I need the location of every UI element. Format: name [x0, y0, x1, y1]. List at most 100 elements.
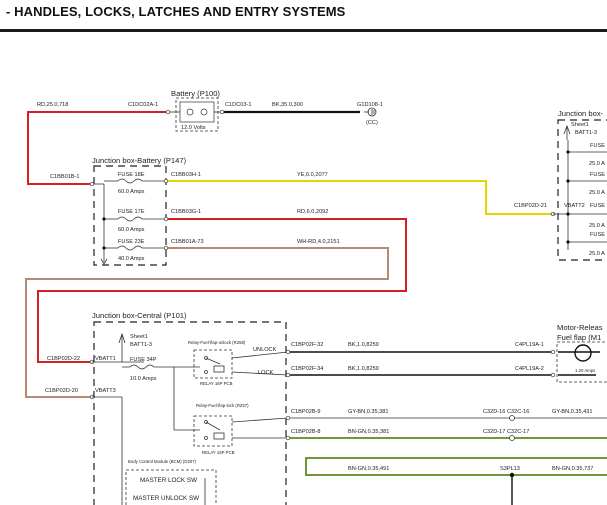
- out-lock-conn: C1BP02F-34: [291, 366, 323, 372]
- title-rule: [0, 29, 607, 32]
- fuse-18e-name: FUSE 18E: [118, 172, 145, 178]
- splice-wire-left: BN-GN,0.35,491: [348, 466, 389, 472]
- fuse-right-3-name: FUSE: [590, 203, 605, 209]
- fuse-right-2-name: FUSE: [590, 172, 605, 178]
- wire-red-fuse17e[interactable]: [37, 218, 407, 363]
- fuse-34p-icon[interactable]: [122, 364, 174, 370]
- jb-right-title: Junction box-: [558, 109, 604, 118]
- jb-central-batt: BATT1-3: [130, 342, 152, 348]
- battery-rating: 12.0 Volts: [181, 125, 206, 131]
- fuse-right-1-icon[interactable]: [566, 150, 607, 154]
- motor-title: Motor-Releas: [557, 323, 603, 332]
- fuse-right-2-icon[interactable]: [566, 179, 607, 183]
- fuse-17e-wire: RD,6.0,2092: [297, 209, 328, 215]
- out-gy-wire2: GY-BN,0.35,431: [552, 409, 593, 415]
- vbatt1-conn: C1BP02D-22: [47, 356, 80, 362]
- bcm-master-lock[interactable]: MASTER LOCK SW: [140, 477, 197, 484]
- motor-rating: 1.20 Amps: [575, 368, 595, 373]
- ground-icon: [364, 107, 377, 117]
- fuse-17e-icon[interactable]: [102, 216, 169, 222]
- fuse-23e-rating: 40.0 Amps: [118, 256, 145, 262]
- bcm-master-unlock[interactable]: MASTER UNLOCK SW: [133, 495, 199, 502]
- vbatt3-conn: C1BP02D-20: [45, 388, 78, 394]
- relay-lock-label: Relay-Fuel-flap-lock (R257): [196, 403, 249, 408]
- fuse-23e-wire: WH-RD,4.0,2151: [297, 239, 340, 245]
- fuse-right-3-rating: 25.0 A: [589, 223, 605, 229]
- fuse-23e-conn: C1BB01A-73: [171, 239, 204, 245]
- splice-id: S3PL13: [500, 466, 520, 472]
- battery-conn-right: C1DC03-1: [225, 102, 251, 108]
- relay-lock-icon[interactable]: [173, 367, 289, 447]
- splice-node: [509, 472, 515, 478]
- fuse-17e-conn: C1BB03G-1: [171, 209, 201, 215]
- jb-battery-title: Junction box-Battery (P147): [92, 156, 187, 165]
- fuse-34p-rating: 10.0 Amps: [130, 376, 157, 382]
- vbatt1-label: VBATT1: [95, 356, 116, 362]
- battery-symbol[interactable]: [165, 97, 225, 132]
- relay-unlock-icon[interactable]: [174, 349, 289, 379]
- wire-green-splice[interactable]: [305, 457, 607, 476]
- wire-brown-fuse23e[interactable]: [25, 247, 389, 398]
- fuse-17e-name: FUSE 17E: [118, 209, 145, 215]
- wire-yellow-fuse18e[interactable]: [168, 180, 553, 215]
- bcm-box: [125, 469, 217, 505]
- inline-connector-icon: [509, 415, 515, 441]
- fuse-18e-icon[interactable]: [104, 178, 169, 184]
- jb-right-sheet: Sheet1: [571, 122, 589, 128]
- fuse-18e-rating: 60.0 Amps: [118, 189, 145, 195]
- lock-label: LOCK: [258, 370, 274, 376]
- relay-lock-sub: RELAY 15P PCB: [202, 450, 235, 455]
- fuse-right-4-icon[interactable]: [566, 240, 607, 244]
- jb-right-vbatt: VBATT2: [564, 203, 585, 209]
- out-bn-wire: BN-GN,0.35,381: [348, 429, 389, 435]
- wire-red-label: RD,25.0,718: [37, 102, 68, 108]
- fuse-23e-name: FUSE 23E: [118, 239, 145, 245]
- jb-central-box: [93, 321, 287, 505]
- bcm-title: Body Control Module (BCM) (D207): [128, 459, 197, 464]
- jb-central-sheet: Sheet1: [130, 334, 148, 340]
- motor-icon[interactable]: [574, 344, 592, 362]
- jb-battery-input: C1BB01B-1: [50, 174, 80, 180]
- fuse-right-4-name: FUSE: [590, 232, 605, 238]
- battery-title: Battery (P100): [171, 89, 220, 98]
- out-unlock-wire: BK,1.0,8259: [348, 342, 379, 348]
- wire-red-main[interactable]: [27, 111, 166, 185]
- arrow-up-icon-2: [563, 124, 571, 140]
- arrow-up-icon: [118, 332, 126, 362]
- out-lock-wire: BK,1.0,8259: [348, 366, 379, 372]
- wire-black-label: BK,35.0,300: [272, 102, 303, 108]
- fuse-23e-icon[interactable]: [102, 245, 169, 251]
- jb-right-in-conn: C1BP02D-21: [514, 203, 547, 209]
- jb-central-title: Junction box-Central (P101): [92, 311, 187, 320]
- fuse-18e-conn: C1BB03H-1: [171, 172, 201, 178]
- fuse-right-4-rating: 25.0 A: [589, 251, 605, 257]
- out-unlock-dest: C4PL19A-1: [515, 342, 544, 348]
- fuse-17e-rating: 60.0 Amps: [118, 227, 145, 233]
- out-lock-dest: C4PL19A-2: [515, 366, 544, 372]
- ground-id: G1D108-1: [357, 102, 383, 108]
- jb-right-box: [557, 119, 607, 261]
- fuse-right-1-name: FUSE: [590, 143, 605, 149]
- out-gy-conn: C1BP02B-9: [291, 409, 321, 415]
- jb-right-batt: BATT1-3: [575, 130, 597, 136]
- fuse-34p-name: FUSE 34P: [130, 357, 157, 363]
- out-bn-mid: C32D-17 C32C-17: [483, 429, 529, 435]
- page-title: - HANDLES, LOCKS, LATCHES AND ENTRY SYST…: [6, 4, 346, 19]
- vbatt3-label: VBATT3: [95, 388, 116, 394]
- motor-title-2: Fuel flap (M1: [557, 333, 601, 342]
- out-gy-mid: C32D-16 C32C-16: [483, 409, 529, 415]
- out-gy-wire: GY-BN,0.35,381: [348, 409, 389, 415]
- out-unlock-conn: C1BP02F-32: [291, 342, 323, 348]
- fuse-18e-wire: YE,6.0,2077: [297, 172, 328, 178]
- motor-box: [556, 341, 607, 383]
- fuse-right-3-icon[interactable]: [566, 212, 607, 216]
- jb-battery-box: [93, 165, 167, 266]
- out-bn-conn: C1BP02B-8: [291, 429, 321, 435]
- fuse-right-2-rating: 25.0 A: [589, 190, 605, 196]
- splice-wire-right: BN-GN,0.35,737: [552, 466, 593, 472]
- unlock-label: UNLOCK: [253, 347, 277, 353]
- relay-unlock-sub: RELAY 16P PCB: [200, 381, 233, 386]
- relay-unlock-label: Relay-Fuel-flap-unlock (R258): [188, 340, 246, 345]
- fuse-right-1-rating: 25.0 A: [589, 161, 605, 167]
